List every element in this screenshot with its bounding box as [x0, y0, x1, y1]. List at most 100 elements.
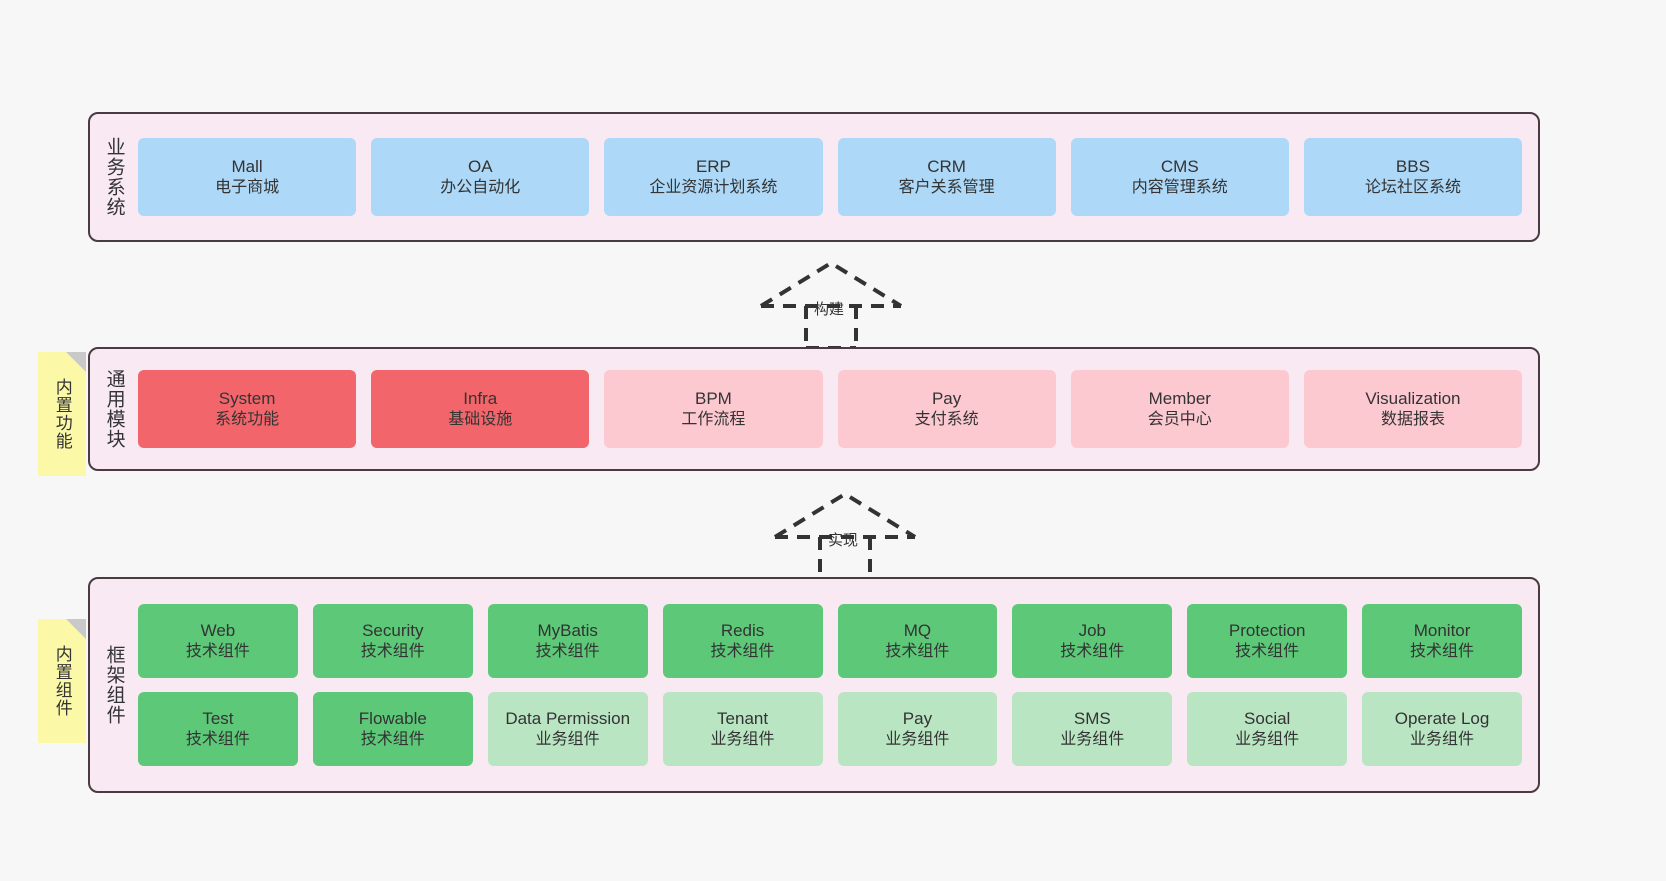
card-subtitle: 系统功能	[215, 410, 280, 428]
card-subtitle: 内容管理系统	[1131, 178, 1228, 196]
card-title: CRM	[927, 156, 966, 176]
layer-business-systems-body: Mall 电子商城 OA 办公自动化 ERP 企业资源计划系统 CRM 客户关系…	[134, 114, 1538, 240]
card-subtitle: 技术组件	[1060, 642, 1125, 660]
card-subtitle: 支付系统	[914, 410, 979, 428]
card-subtitle: 基础设施	[448, 410, 513, 428]
card-visualization[interactable]: Visualization 数据报表	[1303, 370, 1523, 448]
card-title: Social	[1244, 708, 1291, 728]
card-protection[interactable]: Protection 技术组件	[1187, 604, 1348, 678]
card-erp[interactable]: ERP 企业资源计划系统	[604, 138, 823, 216]
card-title: Data Permission	[505, 708, 631, 728]
card-mybatis[interactable]: MyBatis 技术组件	[487, 604, 648, 678]
card-system[interactable]: System 系统功能	[138, 370, 357, 448]
framework-tech-row: Web 技术组件 Security 技术组件 MyBatis 技术组件 Redi…	[138, 604, 1522, 678]
layer-common-modules: 通用模块 System 系统功能 Infra 基础设施 BPM 工作流程 Pay…	[88, 347, 1540, 471]
card-subtitle: 技术组件	[185, 730, 250, 748]
framework-business-row: Test 技术组件 Flowable 技术组件 Data Permission …	[138, 692, 1522, 766]
sticky-note-text: 内置功能	[52, 378, 72, 450]
card-title: OA	[467, 156, 493, 176]
card-subtitle: 技术组件	[185, 642, 250, 660]
folded-corner-icon	[66, 352, 86, 372]
card-title: SMS	[1073, 708, 1111, 728]
build-arrow-icon	[759, 260, 903, 350]
card-title: Pay	[902, 708, 933, 728]
card-sms[interactable]: SMS 业务组件	[1012, 692, 1173, 766]
card-title: Web	[200, 620, 236, 640]
card-title: CMS	[1160, 156, 1199, 176]
card-redis[interactable]: Redis 技术组件	[662, 604, 823, 678]
layer-common-modules-body: System 系统功能 Infra 基础设施 BPM 工作流程 Pay 支付系统…	[134, 349, 1538, 469]
card-title: System	[218, 388, 276, 408]
card-subtitle: 业务组件	[535, 730, 600, 748]
card-subtitle: 业务组件	[1235, 730, 1300, 748]
card-subtitle: 技术组件	[1410, 642, 1475, 660]
card-subtitle: 业务组件	[1410, 730, 1475, 748]
card-operate-log[interactable]: Operate Log 业务组件	[1362, 692, 1522, 766]
card-title: ERP	[695, 156, 731, 176]
layer-business-systems-label: 业务系统	[103, 137, 125, 217]
card-subtitle: 数据报表	[1380, 410, 1445, 428]
card-title: MQ	[903, 620, 932, 640]
card-subtitle: 会员中心	[1147, 410, 1212, 428]
card-title: Mall	[231, 156, 263, 176]
card-pay-component[interactable]: Pay 业务组件	[837, 692, 998, 766]
card-test[interactable]: Test 技术组件	[138, 692, 298, 766]
card-title: Pay	[931, 388, 962, 408]
card-subtitle: 业务组件	[1060, 730, 1125, 748]
sticky-note-builtin-features: 内置功能	[38, 352, 86, 476]
card-title: Infra	[463, 388, 498, 408]
layer-framework-components: 框架组件 Web 技术组件 Security 技术组件 MyBatis 技术组件…	[88, 577, 1540, 793]
card-oa[interactable]: OA 办公自动化	[371, 138, 590, 216]
card-title: Redis	[720, 620, 765, 640]
card-title: Test	[202, 708, 234, 728]
card-web[interactable]: Web 技术组件	[138, 604, 298, 678]
card-pay-module[interactable]: Pay 支付系统	[837, 370, 1056, 448]
card-mall[interactable]: Mall 电子商城	[138, 138, 357, 216]
card-flowable[interactable]: Flowable 技术组件	[312, 692, 473, 766]
card-monitor[interactable]: Monitor 技术组件	[1362, 604, 1522, 678]
layer-framework-components-body: Web 技术组件 Security 技术组件 MyBatis 技术组件 Redi…	[134, 579, 1538, 791]
card-social[interactable]: Social 业务组件	[1187, 692, 1348, 766]
connector-build: 构建	[756, 258, 906, 350]
card-title: Flowable	[358, 708, 427, 728]
folded-corner-icon	[66, 619, 86, 639]
card-security[interactable]: Security 技术组件	[312, 604, 473, 678]
card-cms[interactable]: CMS 内容管理系统	[1070, 138, 1289, 216]
card-mq[interactable]: MQ 技术组件	[837, 604, 998, 678]
card-title: Monitor	[1413, 620, 1471, 640]
card-subtitle: 技术组件	[535, 642, 600, 660]
card-title: Security	[362, 620, 424, 640]
business-systems-row: Mall 电子商城 OA 办公自动化 ERP 企业资源计划系统 CRM 客户关系…	[138, 138, 1523, 216]
layer-common-modules-label: 通用模块	[103, 369, 125, 449]
card-tenant[interactable]: Tenant 业务组件	[662, 692, 823, 766]
card-title: MyBatis	[537, 620, 598, 640]
card-subtitle: 业务组件	[710, 730, 775, 748]
card-subtitle: 企业资源计划系统	[649, 178, 778, 196]
card-infra[interactable]: Infra 基础设施	[371, 370, 590, 448]
card-title: BBS	[1395, 156, 1430, 176]
card-subtitle: 技术组件	[360, 730, 425, 748]
card-subtitle: 论坛社区系统	[1364, 178, 1461, 196]
card-subtitle: 客户关系管理	[898, 178, 995, 196]
layer-framework-components-label: 框架组件	[103, 645, 125, 725]
card-bbs[interactable]: BBS 论坛社区系统	[1303, 138, 1523, 216]
card-crm[interactable]: CRM 客户关系管理	[837, 138, 1056, 216]
card-subtitle: 电子商城	[215, 178, 280, 196]
sticky-note-builtin-components: 内置组件	[38, 619, 86, 743]
card-member[interactable]: Member 会员中心	[1070, 370, 1289, 448]
card-subtitle: 工作流程	[681, 410, 746, 428]
sticky-note-text: 内置组件	[52, 645, 72, 717]
card-subtitle: 技术组件	[710, 642, 775, 660]
common-modules-row: System 系统功能 Infra 基础设施 BPM 工作流程 Pay 支付系统…	[138, 370, 1523, 448]
card-title: Job	[1078, 620, 1107, 640]
card-subtitle: 办公自动化	[440, 178, 521, 196]
implement-arrow-icon	[773, 491, 917, 581]
card-bpm[interactable]: BPM 工作流程	[604, 370, 823, 448]
card-subtitle: 技术组件	[1235, 642, 1300, 660]
card-title: Operate Log	[1394, 708, 1490, 728]
card-title: BPM	[695, 388, 732, 408]
card-title: Protection	[1228, 620, 1306, 640]
card-job[interactable]: Job 技术组件	[1012, 604, 1173, 678]
card-data-permission[interactable]: Data Permission 业务组件	[487, 692, 648, 766]
card-subtitle: 技术组件	[885, 642, 950, 660]
